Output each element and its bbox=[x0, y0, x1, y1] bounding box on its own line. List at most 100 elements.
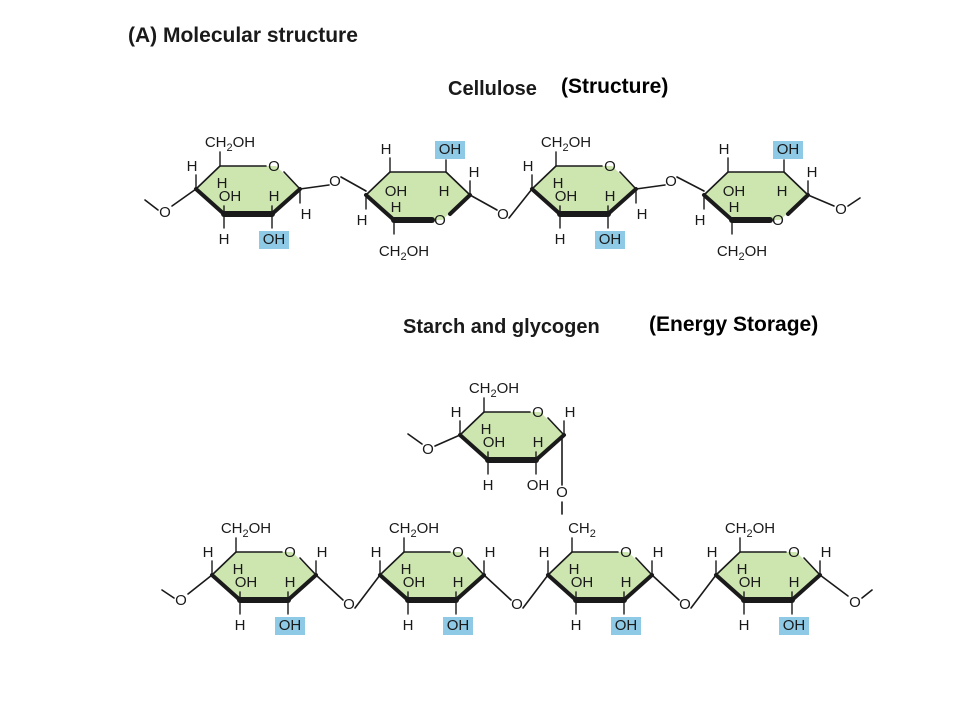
hydrogen-label: H bbox=[719, 141, 730, 158]
glycosidic-bond bbox=[690, 574, 717, 609]
glycosidic-oxygen: O bbox=[159, 204, 171, 221]
ring-oxygen: O bbox=[620, 544, 632, 561]
hydrogen-label: H bbox=[403, 617, 414, 634]
ring-edge-front bbox=[530, 187, 562, 216]
glycosidic-bond bbox=[635, 184, 666, 190]
glycosidic-bond bbox=[469, 194, 498, 211]
ring-face bbox=[366, 172, 470, 220]
hydrogen-label: H bbox=[637, 206, 648, 223]
ring-edge-front bbox=[790, 573, 822, 602]
cellulose-title: Cellulose bbox=[448, 78, 537, 100]
ring-oxygen: O bbox=[268, 158, 280, 175]
ring-edge-front bbox=[270, 187, 302, 216]
oh-highlight bbox=[259, 231, 289, 249]
hydroxyl-label: OH bbox=[555, 188, 578, 205]
hydrogen-label: H bbox=[401, 561, 412, 578]
glycosidic-bond bbox=[299, 184, 330, 190]
ring-edge-front bbox=[194, 187, 226, 216]
hydrogen-label: H bbox=[707, 544, 718, 561]
hydrogen-label: H bbox=[789, 574, 800, 591]
hydrogen-label: H bbox=[739, 617, 750, 634]
glycosidic-oxygen: O bbox=[665, 173, 677, 190]
chain-continuation bbox=[407, 433, 423, 445]
hydrogen-label: H bbox=[371, 544, 382, 561]
hydroxyl-label: OH bbox=[571, 574, 594, 591]
hydrogen-label: H bbox=[653, 544, 664, 561]
ring-edge-front bbox=[702, 193, 734, 222]
ring-edge bbox=[531, 165, 557, 190]
hydroxyl-label: OH bbox=[219, 188, 242, 205]
ring-edge bbox=[715, 551, 741, 576]
glycosidic-bond bbox=[522, 574, 549, 609]
ring-edge bbox=[379, 551, 405, 576]
hydrogen-label: H bbox=[729, 199, 740, 216]
ring-oxygen: O bbox=[772, 212, 784, 229]
ring-edge bbox=[635, 557, 653, 576]
hydroxyl-highlighted-label: OH bbox=[279, 617, 302, 634]
hydroxyl-highlighted-label: OH bbox=[783, 617, 806, 634]
ch2oh-group: CH2OH bbox=[221, 520, 271, 540]
hydrogen-label: H bbox=[219, 231, 230, 248]
hydrogen-label: H bbox=[571, 617, 582, 634]
ring-face bbox=[548, 552, 652, 600]
hydroxyl-highlighted-label: OH bbox=[439, 141, 462, 158]
hydrogen-label: H bbox=[553, 175, 564, 192]
hydrogen-label: H bbox=[233, 561, 244, 578]
ring-face bbox=[212, 552, 316, 600]
glycosidic-bond bbox=[354, 574, 381, 609]
ch2oh-group: CH2OH bbox=[389, 520, 439, 540]
hydrogen-label: H bbox=[539, 544, 550, 561]
ring-edge-front bbox=[622, 573, 654, 602]
glycosidic-bond bbox=[315, 574, 344, 601]
ring-edge bbox=[459, 411, 485, 436]
hydrogen-label: H bbox=[695, 212, 706, 229]
oh-highlight bbox=[275, 617, 305, 635]
hydrogen-label: H bbox=[807, 164, 818, 181]
hydrogen-label: H bbox=[391, 199, 402, 216]
hydroxyl-highlighted-label: OH bbox=[777, 141, 800, 158]
hydrogen-label: H bbox=[485, 544, 496, 561]
glycosidic-oxygen: O bbox=[175, 592, 187, 609]
ch2oh-group: CH2OH bbox=[469, 380, 519, 400]
ch2oh-group: CH2OH bbox=[205, 134, 255, 154]
hydrogen-label: H bbox=[523, 158, 534, 175]
glycosidic-bond bbox=[187, 574, 213, 595]
glycosidic-bond bbox=[807, 194, 835, 207]
chain-continuation bbox=[861, 589, 873, 599]
hydroxyl-highlighted-label: OH bbox=[263, 231, 286, 248]
glycosidic-oxygen: O bbox=[422, 441, 434, 458]
glycosidic-oxygen: O bbox=[511, 596, 523, 613]
ring-edge-front bbox=[546, 573, 578, 602]
ring-edge bbox=[283, 171, 301, 190]
ring-edge bbox=[365, 171, 391, 196]
hydroxyl-label: OH bbox=[385, 183, 408, 200]
hydroxyl-label: OH bbox=[739, 574, 762, 591]
ring-edge bbox=[783, 171, 809, 196]
ring-oxygen: O bbox=[788, 544, 800, 561]
ring-edge bbox=[703, 171, 729, 196]
ring-edge-front bbox=[210, 573, 242, 602]
hydroxyl-highlighted-label: OH bbox=[615, 617, 638, 634]
ch2oh-group: CH2OH bbox=[379, 243, 429, 263]
ch2oh-group: CH2OH bbox=[725, 520, 775, 540]
hydrogen-label: H bbox=[777, 183, 788, 200]
hydrogen-label: H bbox=[605, 188, 616, 205]
ring-oxygen: O bbox=[604, 158, 616, 175]
glycosidic-oxygen: O bbox=[679, 596, 691, 613]
glycosidic-bond bbox=[434, 434, 461, 447]
ring-edge bbox=[619, 171, 637, 190]
ring-edge-front bbox=[364, 193, 396, 222]
hydrogen-label: H bbox=[235, 617, 246, 634]
ring-oxygen: O bbox=[434, 212, 446, 229]
glycosidic-oxygen: O bbox=[343, 596, 355, 613]
